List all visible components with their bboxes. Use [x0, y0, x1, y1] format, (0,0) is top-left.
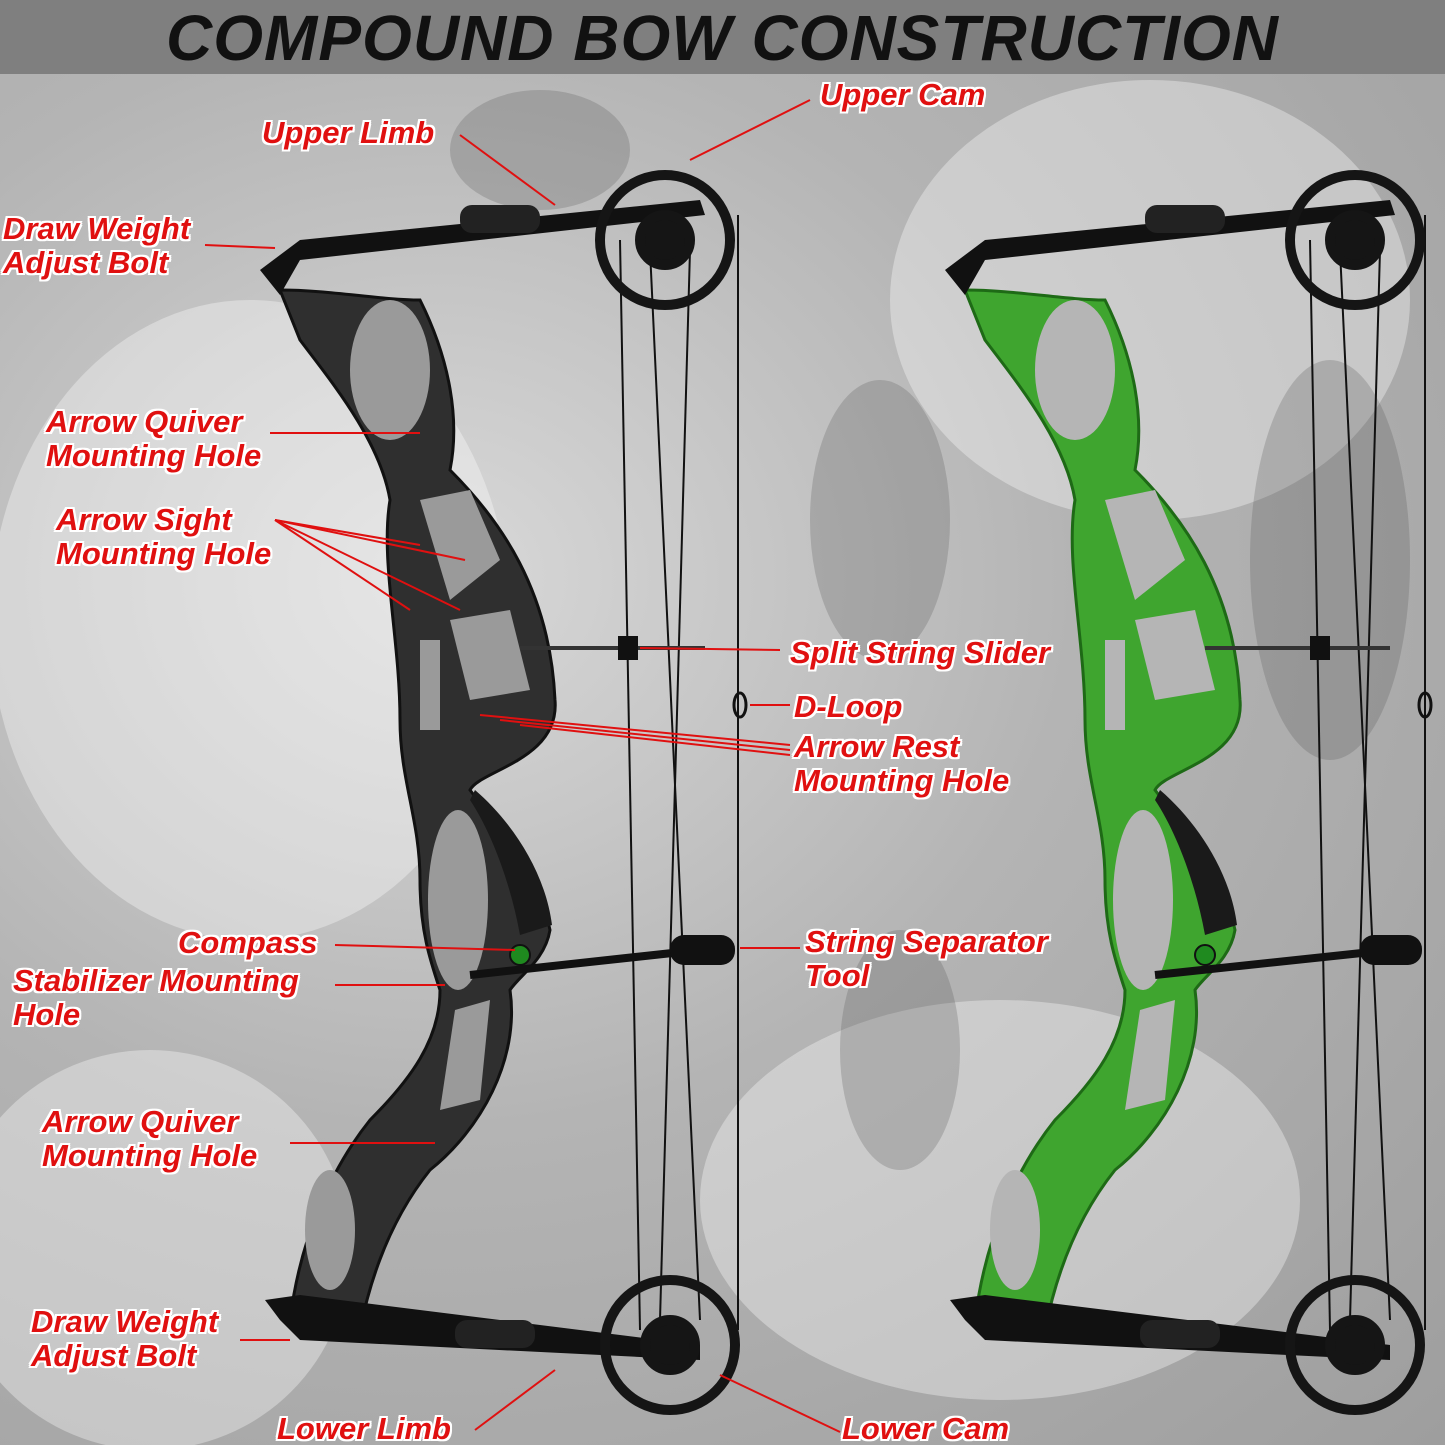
label-arrow-sight: Arrow Sight Mounting Hole — [56, 502, 272, 571]
label-split-string-slider: Split String Slider — [790, 635, 1051, 670]
label-draw-weight-top: Draw Weight Adjust Bolt — [3, 211, 191, 280]
green-stabilizer — [1154, 946, 1391, 979]
green-lower-cam — [1285, 1275, 1425, 1415]
black-riser-cutouts — [305, 300, 530, 1290]
label-compass: Compass — [178, 925, 318, 960]
green-riser-cutouts — [990, 300, 1215, 1290]
label-upper-cam: Upper Cam — [820, 77, 986, 112]
green-bow-strings — [1309, 215, 1426, 1331]
title-bar — [0, 0, 1445, 74]
label-draw-weight-bottom: Draw Weight Adjust Bolt — [31, 1304, 219, 1373]
label-upper-limb: Upper Limb — [262, 115, 435, 150]
label-arrow-rest: Arrow Rest Mounting Hole — [794, 729, 1010, 798]
black-bow-strings — [619, 215, 739, 1331]
black-lower-cam — [600, 1275, 740, 1415]
green-grip — [1155, 790, 1237, 935]
label-string-separator-tool: String Separator Tool — [805, 924, 1048, 993]
green-bow — [945, 170, 1433, 1415]
background-dark-blobs — [450, 90, 1410, 1170]
label-d-loop: D-Loop — [794, 689, 903, 724]
label-lower-cam: Lower Cam — [842, 1411, 1010, 1445]
page-title: COMPOUND BOW CONSTRUCTION — [166, 2, 1279, 74]
black-bow — [260, 170, 748, 1415]
black-stabilizer — [469, 946, 701, 979]
label-arrow-quiver-top: Arrow Quiver Mounting Hole — [46, 404, 262, 473]
label-stabilizer-mounting-hole: Stabilizer Mounting Hole — [13, 963, 299, 1032]
black-upper-cam — [595, 170, 735, 310]
black-grip — [470, 790, 552, 935]
green-upper-cam — [1285, 170, 1425, 310]
label-lower-limb: Lower Limb — [277, 1411, 451, 1445]
leader-lines — [204, 99, 841, 1433]
green-upper-limb — [945, 200, 1395, 295]
label-arrow-quiver-bottom: Arrow Quiver Mounting Hole — [42, 1104, 258, 1173]
black-upper-limb — [260, 200, 705, 295]
